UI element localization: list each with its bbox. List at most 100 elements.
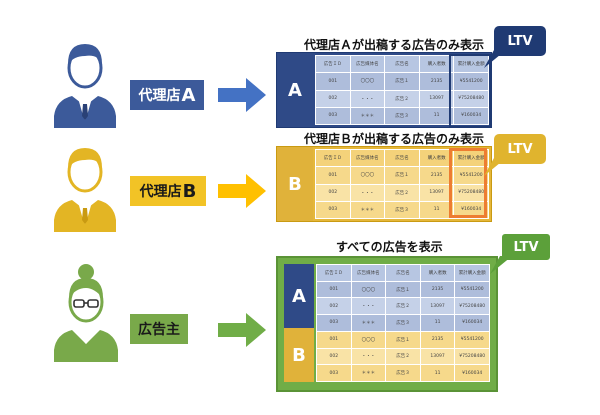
table-row: 001 〇〇〇 広告１ 2135 ¥5541200 xyxy=(316,330,490,349)
table-row: 001 〇〇〇 広告１ 2135 ¥5541200 xyxy=(315,166,489,185)
table-cell: ＊＊＊ xyxy=(350,314,387,332)
header-cell: 広告ＩＤ xyxy=(316,264,352,282)
table-cell: 〇〇〇 xyxy=(349,72,386,91)
ltv-bubble-all: LTV xyxy=(500,232,552,262)
table-header-row: 広告ＩＤ 広告媒体名 広告名 購入者数 累計購入金額 xyxy=(315,148,489,168)
table-cell: 003 xyxy=(316,364,352,382)
header-cell: 広告ＩＤ xyxy=(315,54,351,74)
table-cell: 13097 xyxy=(418,89,455,108)
table-cell: ¥75208480 xyxy=(454,347,490,366)
table-cell: 広告３ xyxy=(384,200,420,220)
table-cell: 001 xyxy=(316,280,352,299)
agency-b-letter: B xyxy=(182,180,197,202)
table-cell: ¥160034 xyxy=(454,314,490,332)
table-cell: 広告２ xyxy=(384,183,420,202)
header-cell: 広告媒体名 xyxy=(350,264,387,282)
table-cell: 〇〇〇 xyxy=(350,330,387,349)
block-letter-b: B xyxy=(277,147,313,221)
ltv-bubble-b: LTV xyxy=(494,134,546,164)
ltv-column-highlight xyxy=(449,54,491,128)
table-cell: 広告３ xyxy=(385,364,421,382)
table-cell: 002 xyxy=(315,89,351,108)
arrow-right-icon xyxy=(218,78,266,112)
table-row: 003 ＊＊＊ 広告３ 11 ¥160034 xyxy=(316,314,490,332)
table-cell: 002 xyxy=(316,347,352,366)
table-cell: 001 xyxy=(316,330,352,349)
table-row: 001 〇〇〇 広告１ 2135 ¥5541200 xyxy=(316,280,490,299)
table-cell: ¥75208480 xyxy=(453,89,489,108)
ltv-bubble-pointer xyxy=(484,158,506,176)
arrow-right-icon xyxy=(218,313,266,347)
table-cell: ¥75208480 xyxy=(454,297,490,316)
table-cell: 003 xyxy=(316,314,352,332)
table-cell: 広告２ xyxy=(385,297,421,316)
table-all: 広告ＩＤ 広告媒体名 広告名 購入者数 累計購入金額 001 〇〇〇 広告１ 2… xyxy=(316,264,490,382)
table-all-panel: A B 広告ＩＤ 広告媒体名 広告名 購入者数 累計購入金額 001 〇〇〇 広… xyxy=(276,256,498,392)
table-cell: 001 xyxy=(315,166,351,185)
table-cell: ¥160034 xyxy=(454,364,490,382)
table-cell: 13097 xyxy=(419,297,456,316)
table-b-panel: B 広告ＩＤ 広告媒体名 広告名 購入者数 累計購入金額 001 〇〇〇 広告１… xyxy=(276,146,492,222)
table-cell: 003 xyxy=(315,200,351,220)
table-a-panel: A 広告ＩＤ 広告媒体名 広告名 購入者数 累計購入金額 001 〇〇〇 広告１… xyxy=(276,52,492,128)
table-b: 広告ＩＤ 広告媒体名 広告名 購入者数 累計購入金額 001 〇〇〇 広告１ 2… xyxy=(315,148,489,220)
table-row: 002 ・・・ 広告２ 13097 ¥75208480 xyxy=(316,297,490,316)
header-cell: 広告名 xyxy=(384,54,420,74)
table-a: 広告ＩＤ 広告媒体名 広告名 購入者数 累計購入金額 001 〇〇〇 広告１ 2… xyxy=(315,54,489,126)
agency-a-label-text: 代理店 xyxy=(138,88,181,104)
table-cell: ＊＊＊ xyxy=(349,200,386,220)
table-cell: 2135 xyxy=(419,330,456,349)
block-letter-b: B xyxy=(284,328,314,382)
caption-agency-b: 代理店Ｂが出稿する広告のみ表示 xyxy=(304,132,485,146)
table-cell: 2135 xyxy=(418,72,455,91)
advertiser-person-icon xyxy=(54,264,118,362)
table-header-row: 広告ＩＤ 広告媒体名 広告名 購入者数 累計購入金額 xyxy=(315,54,489,74)
header-cell: 購入者数 xyxy=(418,148,455,168)
ltv-bubble-pointer xyxy=(490,256,512,274)
table-cell: 広告３ xyxy=(385,314,421,332)
agency-b-person-icon xyxy=(54,148,116,232)
table-cell: ・・・ xyxy=(349,89,386,108)
table-cell: ¥5541200 xyxy=(454,330,490,349)
table-cell: 002 xyxy=(316,297,352,316)
agency-a-person-icon xyxy=(54,44,116,128)
table-cell: 2135 xyxy=(419,280,456,299)
caption-agency-a: 代理店Ａが出稿する広告のみ表示 xyxy=(304,38,485,52)
table-cell: 11 xyxy=(418,200,455,220)
table-cell: 広告１ xyxy=(384,166,420,185)
header-cell: 広告名 xyxy=(385,264,421,282)
advertiser-label: 広告主 xyxy=(130,314,188,344)
table-cell: 広告２ xyxy=(385,347,421,366)
table-cell: ・・・ xyxy=(350,347,387,366)
table-cell: ¥5541200 xyxy=(453,166,489,185)
ltv-bubble-pointer xyxy=(484,50,506,68)
table-cell: 〇〇〇 xyxy=(349,166,386,185)
header-cell: 広告ＩＤ xyxy=(315,148,351,168)
agency-b-label-text: 代理店 xyxy=(139,184,182,200)
table-cell: 広告２ xyxy=(384,89,420,108)
header-cell: 広告媒体名 xyxy=(349,54,386,74)
table-header-row: 広告ＩＤ 広告媒体名 広告名 購入者数 累計購入金額 xyxy=(316,264,490,282)
table-cell: ・・・ xyxy=(349,183,386,202)
table-cell: 〇〇〇 xyxy=(350,280,387,299)
table-cell: 2135 xyxy=(418,166,455,185)
block-letter-a: A xyxy=(284,264,314,328)
table-cell: 13097 xyxy=(419,347,456,366)
table-row: 002 ・・・ 広告２ 13097 ¥75208480 xyxy=(316,347,490,366)
header-cell: 累計購入金額 xyxy=(453,54,489,74)
table-cell: 002 xyxy=(315,183,351,202)
table-cell: ¥160034 xyxy=(453,200,489,220)
table-row: 003 ＊＊＊ 広告３ 11 ¥160034 xyxy=(315,106,489,126)
table-row: 003 ＊＊＊ 広告３ 11 ¥160034 xyxy=(316,364,490,382)
advertiser-label-text: 広告主 xyxy=(138,322,180,338)
table-cell: 003 xyxy=(315,106,351,126)
header-cell: 広告媒体名 xyxy=(349,148,386,168)
table-cell: ・・・ xyxy=(350,297,387,316)
table-cell: 11 xyxy=(419,364,456,382)
header-cell: 累計購入金額 xyxy=(454,264,490,282)
table-cell: 広告１ xyxy=(385,280,421,299)
header-cell: 広告名 xyxy=(384,148,420,168)
arrow-right-icon xyxy=(218,174,266,208)
agency-a-letter: A xyxy=(181,84,196,106)
